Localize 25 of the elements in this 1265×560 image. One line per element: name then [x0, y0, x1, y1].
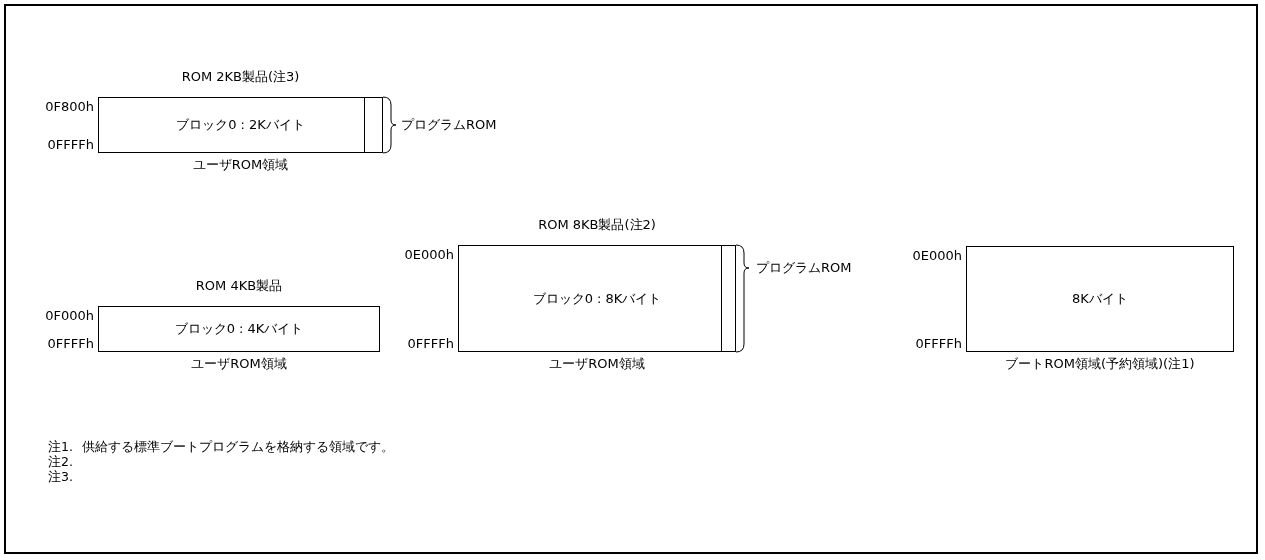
- region-caption: ブートROM領域(予約領域)(注1): [1004, 356, 1196, 372]
- note-text: 供給する標準ブートプログラムを格納する領域です。: [82, 439, 394, 454]
- address-label: 0E000h: [912, 248, 962, 264]
- address-label: 0FFFFh: [47, 137, 94, 153]
- heading: ROM 4KB製品: [194, 278, 284, 294]
- region-label: プログラムROM: [401, 117, 497, 133]
- region-caption: ユーザROM領域: [548, 356, 646, 372]
- address-label: 0FFFFh: [47, 336, 94, 352]
- note-number: 注3.: [48, 469, 73, 484]
- region-caption: ユーザROM領域: [191, 157, 290, 173]
- region-label: プログラムROM: [756, 260, 852, 276]
- heading: ROM 2KB製品(注3): [180, 69, 301, 85]
- region-caption: ユーザROM領域: [190, 356, 288, 372]
- address-label: 0F000h: [45, 308, 94, 324]
- address-label: 0FFFFh: [407, 336, 454, 352]
- address-label: 0FFFFh: [915, 336, 962, 352]
- note-number: 注2.: [48, 454, 73, 469]
- memory-box: ブロック0 : 4Kバイト: [98, 306, 380, 352]
- address-label: 0F800h: [45, 99, 94, 115]
- memory-box: ブロック0 : 8Kバイト: [458, 245, 736, 352]
- memory-box: 8Kバイト: [966, 246, 1234, 352]
- address-label: 0E000h: [404, 247, 454, 263]
- heading: ROM 8KB製品(注2): [537, 217, 657, 233]
- memory-box: ブロック0 : 2Kバイト: [98, 97, 383, 153]
- note-number: 注1.: [48, 439, 73, 454]
